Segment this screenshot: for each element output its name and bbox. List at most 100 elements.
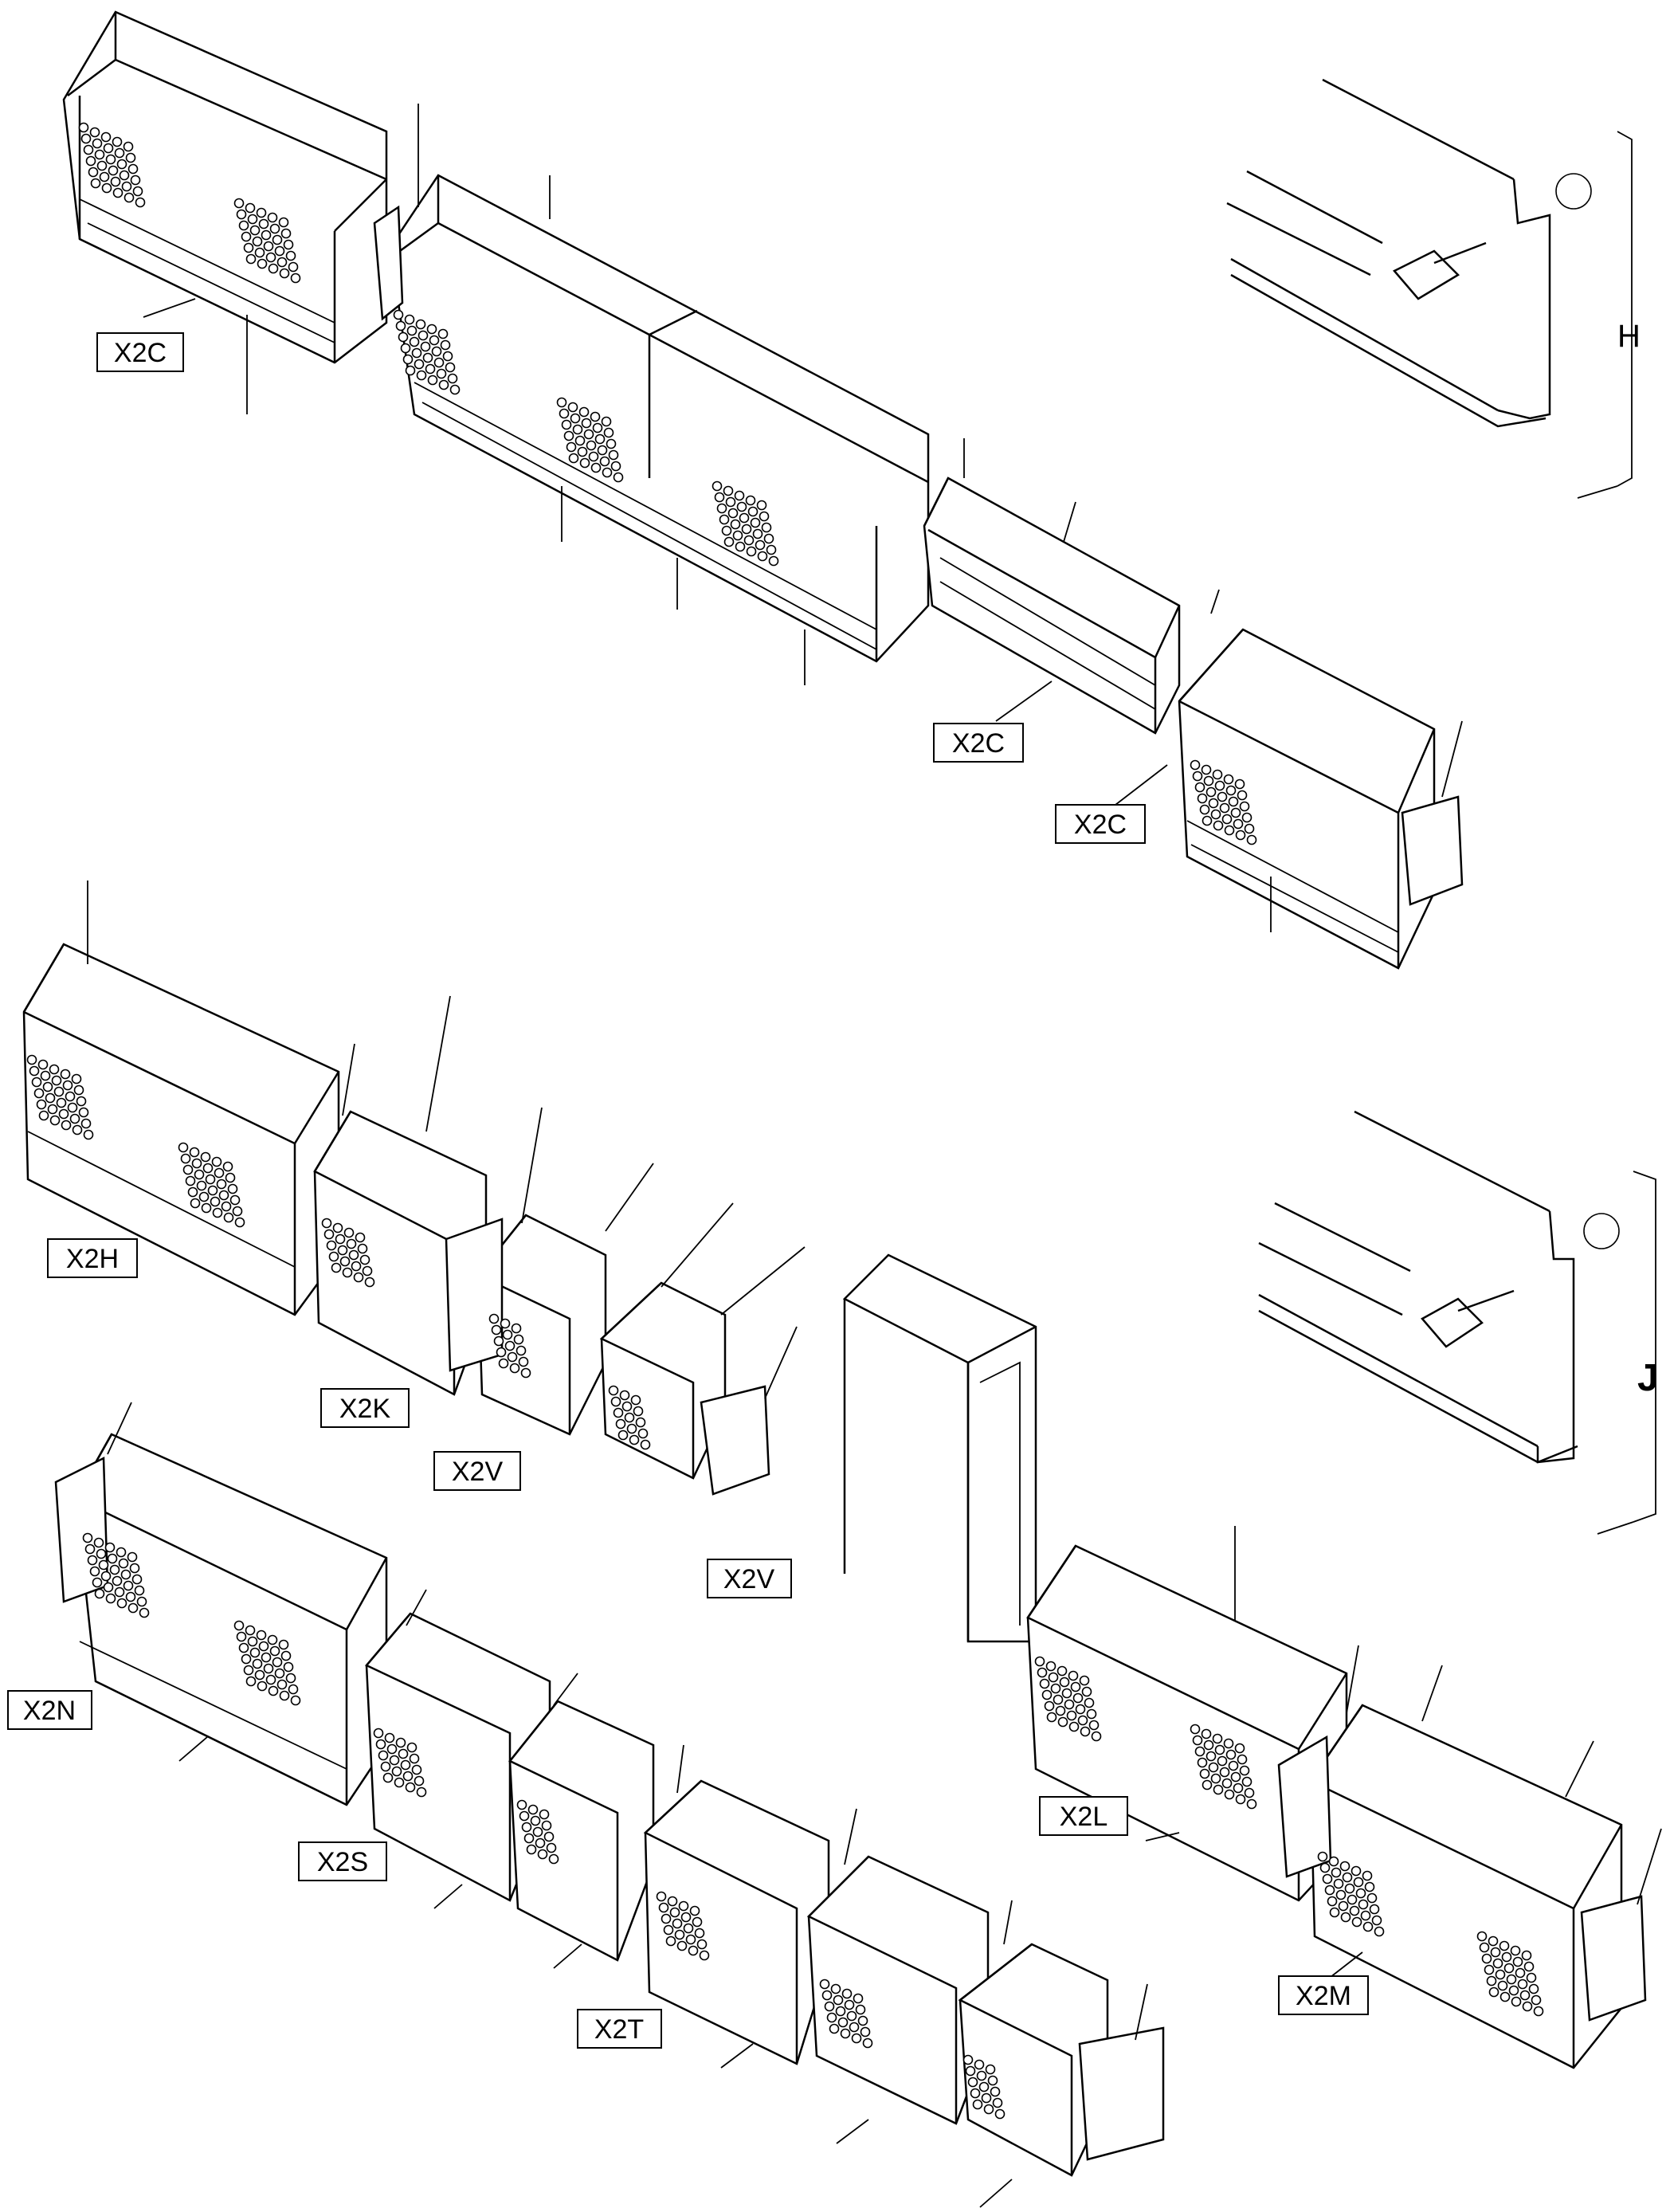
terminal-hole [1317, 1851, 1328, 1862]
terminal-hole [1070, 1681, 1081, 1692]
terminal-hole [116, 1598, 127, 1609]
terminal-hole [1347, 1894, 1358, 1905]
terminal-hole [846, 2010, 857, 2022]
terminal-hole [502, 1329, 513, 1340]
terminal-hole [202, 1163, 214, 1174]
terminal-hole [364, 1277, 375, 1288]
terminal-hole [965, 2065, 976, 2077]
terminal-hole [1506, 1974, 1517, 1985]
terminal-hole [716, 503, 727, 514]
terminal-hole [1084, 1697, 1095, 1708]
terminal-hole [624, 1412, 635, 1423]
terminal-hole [1086, 1708, 1097, 1720]
terminal-hole [626, 1423, 637, 1434]
terminal-hole [104, 1542, 116, 1553]
group-letter-h: H [1617, 319, 1641, 354]
terminal-hole [1237, 1754, 1248, 1765]
terminal-hole [288, 1684, 299, 1695]
terminal-hole [80, 1118, 92, 1129]
terminal-hole [398, 1748, 409, 1759]
terminal-hole [586, 440, 597, 451]
terminal-hole [229, 1194, 241, 1206]
terminal-hole [382, 1772, 394, 1783]
terminal-block-top-middle [389, 174, 930, 663]
terminal-hole [617, 1430, 629, 1441]
terminal-hole [1371, 1915, 1382, 1926]
middle-left-cluster [22, 880, 806, 1496]
svg-text:X2V: X2V [452, 1457, 504, 1487]
terminal-hole [332, 1222, 343, 1233]
terminal-hole [568, 453, 579, 464]
terminal-hole [1353, 1877, 1364, 1888]
terminal-hole [326, 1240, 337, 1251]
terminal-hole [656, 1891, 667, 1902]
label-x2l: X2L [1039, 1796, 1128, 1836]
terminal-hole [225, 1172, 236, 1183]
rail-detail-h: H [1226, 78, 1641, 499]
terminal-hole [1088, 1720, 1100, 1731]
terminal-hole [1241, 812, 1252, 823]
terminal-hole [62, 1080, 73, 1091]
terminal-hole [689, 1905, 700, 1916]
terminal-hole [835, 2006, 846, 2017]
terminal-hole [1499, 1940, 1510, 1951]
terminal-hole [621, 1401, 633, 1412]
terminal-hole [449, 384, 461, 395]
terminal-hole [47, 1104, 58, 1115]
terminal-hole [699, 1950, 710, 1961]
terminal-hole [337, 1245, 348, 1256]
terminal-hole [82, 1532, 93, 1543]
terminal-hole [610, 1396, 621, 1407]
terminal-hole [90, 178, 101, 189]
terminal-hole [265, 1674, 276, 1685]
terminal-hole [112, 1575, 123, 1586]
terminal-hole [105, 1593, 116, 1604]
terminal-hole [49, 1115, 61, 1126]
terminal-hole [574, 435, 586, 446]
terminal-hole [440, 339, 451, 351]
terminal-hole [1057, 1716, 1068, 1728]
terminal-hole [570, 413, 581, 424]
terminal-hole [92, 1577, 103, 1588]
terminal-hole [404, 314, 415, 325]
terminal-hole [1039, 1678, 1050, 1689]
terminal-hole [539, 1809, 550, 1820]
terminal-hole [83, 144, 94, 155]
terminal-hole [88, 167, 99, 178]
terminal-hole [992, 2097, 1003, 2108]
terminal-hole [757, 551, 768, 562]
terminal-hole [1335, 1889, 1347, 1900]
terminal-hole [1233, 1783, 1244, 1794]
terminal-hole [359, 1254, 370, 1265]
terminal-hole [535, 1837, 546, 1849]
label-x2n: X2N [7, 1690, 92, 1730]
terminal-hole [98, 1559, 109, 1571]
terminal-hole [96, 160, 108, 171]
terminal-hole [1235, 830, 1246, 841]
terminal-hole [1214, 1744, 1225, 1755]
terminal-hole [290, 273, 301, 284]
terminal-hole [437, 328, 449, 339]
terminal-hole [276, 1679, 288, 1690]
terminal-hole [406, 1742, 418, 1753]
terminal-hole [824, 2001, 835, 2012]
terminal-hole [559, 408, 570, 419]
terminal-hole [530, 1815, 541, 1826]
terminal-hole [972, 2099, 983, 2110]
terminal-hole [1486, 1975, 1497, 1986]
terminal-hole [269, 223, 280, 234]
terminal-hole [546, 1842, 557, 1853]
terminal-hole [667, 1896, 678, 1907]
terminal-hole [532, 1826, 543, 1837]
terminal-hole [234, 1217, 245, 1228]
terminal-hole [129, 1563, 140, 1574]
terminal-hole [556, 397, 567, 408]
terminal-hole [1061, 1688, 1072, 1699]
terminal-hole [1374, 1926, 1385, 1937]
terminal-hole [658, 1902, 669, 1913]
terminal-hole [67, 1102, 78, 1113]
terminal-hole [405, 1782, 416, 1793]
terminal-hole [519, 1810, 530, 1822]
terminal-hole [272, 234, 283, 245]
